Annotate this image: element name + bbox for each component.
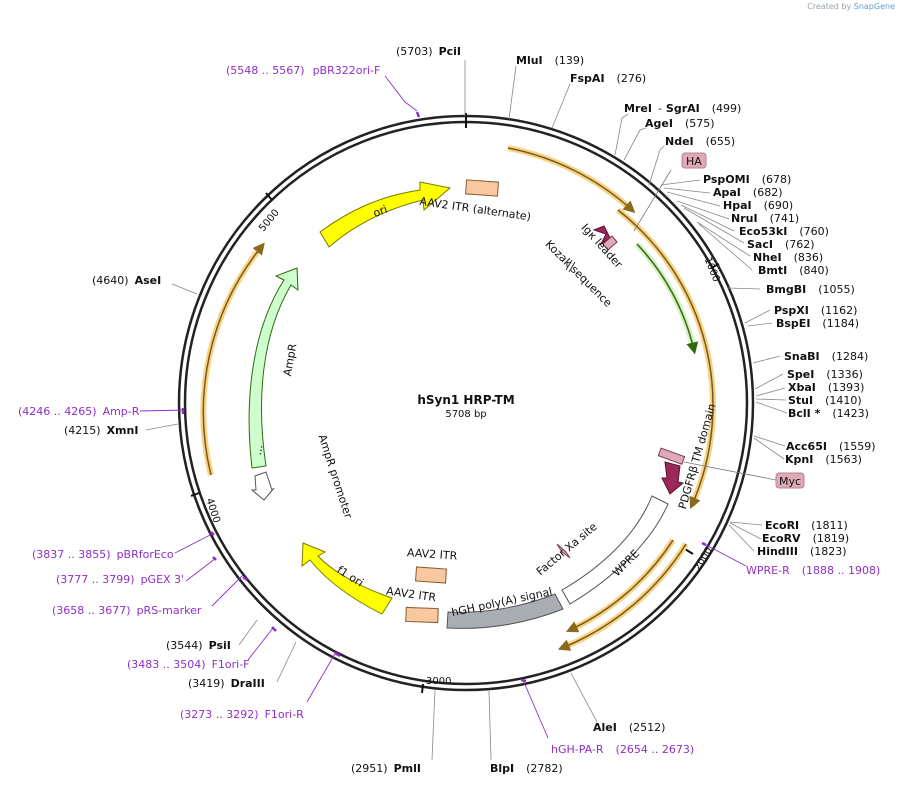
site-pspxi: PspXI(1162) xyxy=(774,304,857,317)
green-arc-line xyxy=(636,243,699,355)
ampr-promoter-label: AmpR promoter xyxy=(316,433,356,521)
hgh-polya-arrow xyxy=(446,593,564,629)
orf-arc-main-line xyxy=(617,209,714,510)
ampr-arrow xyxy=(248,267,299,469)
wpre-box xyxy=(561,495,669,605)
aav2-itr-alt-label: AAV2 ITR (alternate) xyxy=(419,195,532,224)
site-pmli: (2951)PmlI xyxy=(351,762,421,775)
primer-pbrforeco: (3837 .. 3855)pBRforEco xyxy=(32,548,174,561)
tags: HA Myc xyxy=(633,152,805,489)
site-eco53ki: Eco53kI(760) xyxy=(739,225,829,238)
ori-label: ori xyxy=(371,203,389,220)
factor-xa-mark xyxy=(556,543,571,559)
site-bcli: BclI *(1423) xyxy=(788,407,869,420)
myc-leader xyxy=(683,461,777,481)
site-ndei: NdeI(655) xyxy=(665,135,735,148)
site-bmti: BmtI(840) xyxy=(758,264,829,277)
site-mrei-sgrai: MreI-SgrAI(499) xyxy=(624,102,741,115)
orf-arc-right-line xyxy=(507,147,636,214)
primer-leaders xyxy=(139,75,747,739)
ampr-promoter-arrow xyxy=(250,471,275,501)
site-stui: StuI(1410) xyxy=(788,394,862,407)
ampr-label: AmpR xyxy=(281,342,300,377)
site-hpai: HpaI(690) xyxy=(723,199,793,212)
site-kpni: KpnI(1563) xyxy=(785,453,862,466)
pdgfr-tm-arrow xyxy=(661,461,685,495)
orf-arc-lower-a-line xyxy=(565,539,674,633)
tick-label-3000: 3000 xyxy=(426,676,451,687)
primer-pgex3: (3777 .. 3799)pGEX 3' xyxy=(56,573,184,586)
primer-wpre-r: WPRE-R(1888 .. 1908) xyxy=(746,564,880,577)
tick-label-2000: 2000 xyxy=(692,546,715,573)
primer-f1ori-f: (3483 .. 3504)F1ori-F xyxy=(127,658,250,671)
site-blpi: BlpI(2782) xyxy=(490,762,563,775)
primer-amp-r: (4246 .. 4265)Amp-R xyxy=(18,405,140,418)
tick-mark-3000 xyxy=(421,683,424,694)
site-labels: (5703)PciI MluI(139) FspAI(276) MreI-Sgr… xyxy=(64,45,876,775)
primer-pbr322ori-f: (5548 .. 5567)pBR322ori-F xyxy=(226,64,380,77)
tick-mark-4000 xyxy=(190,492,200,497)
myc-badge-label: Myc xyxy=(779,475,801,488)
orf-arc-left-line xyxy=(202,242,265,476)
site-agei: AgeI(575) xyxy=(645,117,715,130)
orf-arc-lower-b-line xyxy=(557,543,687,651)
site-saci: SacI(762) xyxy=(747,238,815,251)
tick-mark-2000 xyxy=(684,548,694,555)
site-apai: ApaI(682) xyxy=(713,186,783,199)
site-mlui: MluI(139) xyxy=(516,54,584,67)
tick-mark-1000 xyxy=(710,263,720,269)
aav2-itr-a-box xyxy=(415,566,447,584)
aav2-itr-b-box xyxy=(405,606,439,624)
site-bmgbi: BmgBI(1055) xyxy=(766,283,855,296)
ha-badge-label: HA xyxy=(686,155,702,168)
ha-leader xyxy=(633,169,672,232)
primer-labels: (5548 .. 5567)pBR322ori-F WPRE-R(1888 ..… xyxy=(18,64,880,756)
site-pspomi: PspOMI(678) xyxy=(703,173,791,186)
site-psii: (3544)PsiI xyxy=(166,639,231,652)
site-snabi: SnaBI(1284) xyxy=(784,350,868,363)
site-asei: (4640)AseI xyxy=(92,274,161,287)
tick-label-1000: 1000 xyxy=(702,256,722,284)
igk-leader-arrow xyxy=(592,225,611,246)
aav2-itr-a-label: AAV2 ITR xyxy=(407,546,458,563)
site-nrui: NruI(741) xyxy=(731,212,799,225)
site-nhei: NheI(836) xyxy=(753,251,823,264)
tick-mark-5000 xyxy=(265,192,273,201)
site-pcii: (5703)PciI xyxy=(396,45,461,58)
site-leaders xyxy=(145,60,788,761)
kozak-mark-a xyxy=(565,259,573,271)
site-spei: SpeI(1336) xyxy=(787,368,863,381)
ori-arrow xyxy=(319,181,452,248)
plasmid-length: 5708 bp xyxy=(445,409,486,420)
site-fspai: FspAI(276) xyxy=(570,72,646,85)
primer-prs-marker: (3658 .. 3677)pRS-marker xyxy=(52,604,202,617)
site-bspei: BspEI(1184) xyxy=(776,317,859,330)
snapgene-credit: Created by SnapGene xyxy=(807,2,895,11)
site-xbai: XbaI(1393) xyxy=(788,381,864,394)
plasmid-title: hSyn1 HRP-TM xyxy=(417,393,514,407)
aav2-itr-alt-box xyxy=(465,179,499,197)
igk-leader-mark xyxy=(602,235,618,251)
site-ecorv: EcoRV(1819) xyxy=(762,532,849,545)
site-ecori: EcoRI(1811) xyxy=(765,519,848,532)
f1-ori-arrow xyxy=(301,542,393,615)
site-draiii: (3419)DraIII xyxy=(188,677,265,690)
primer-hgh-pa-r: hGH-PA-R(2654 .. 2673) xyxy=(551,743,694,756)
orf-arcs xyxy=(200,145,716,651)
ha-tag-marker xyxy=(657,447,686,465)
primer-f1ori-r: (3273 .. 3292)F1ori-R xyxy=(180,708,304,721)
snapgene-brand: SnapGene xyxy=(853,2,895,11)
myc-badge xyxy=(775,472,805,489)
aav2-itr-b-label: AAV2 ITR xyxy=(385,584,437,604)
site-xmni: (4215)XmnI xyxy=(64,424,138,437)
factor-xa-label: Factor Xa site xyxy=(534,520,600,578)
kozak-mark-b xyxy=(568,261,576,273)
site-alei: AleI(2512) xyxy=(593,721,665,734)
site-acc65i: Acc65I(1559) xyxy=(786,440,876,453)
ampr-ellipsis: ... xyxy=(251,444,266,457)
ha-badge xyxy=(681,152,707,169)
site-hindiii: HindIII(1823) xyxy=(757,545,847,558)
